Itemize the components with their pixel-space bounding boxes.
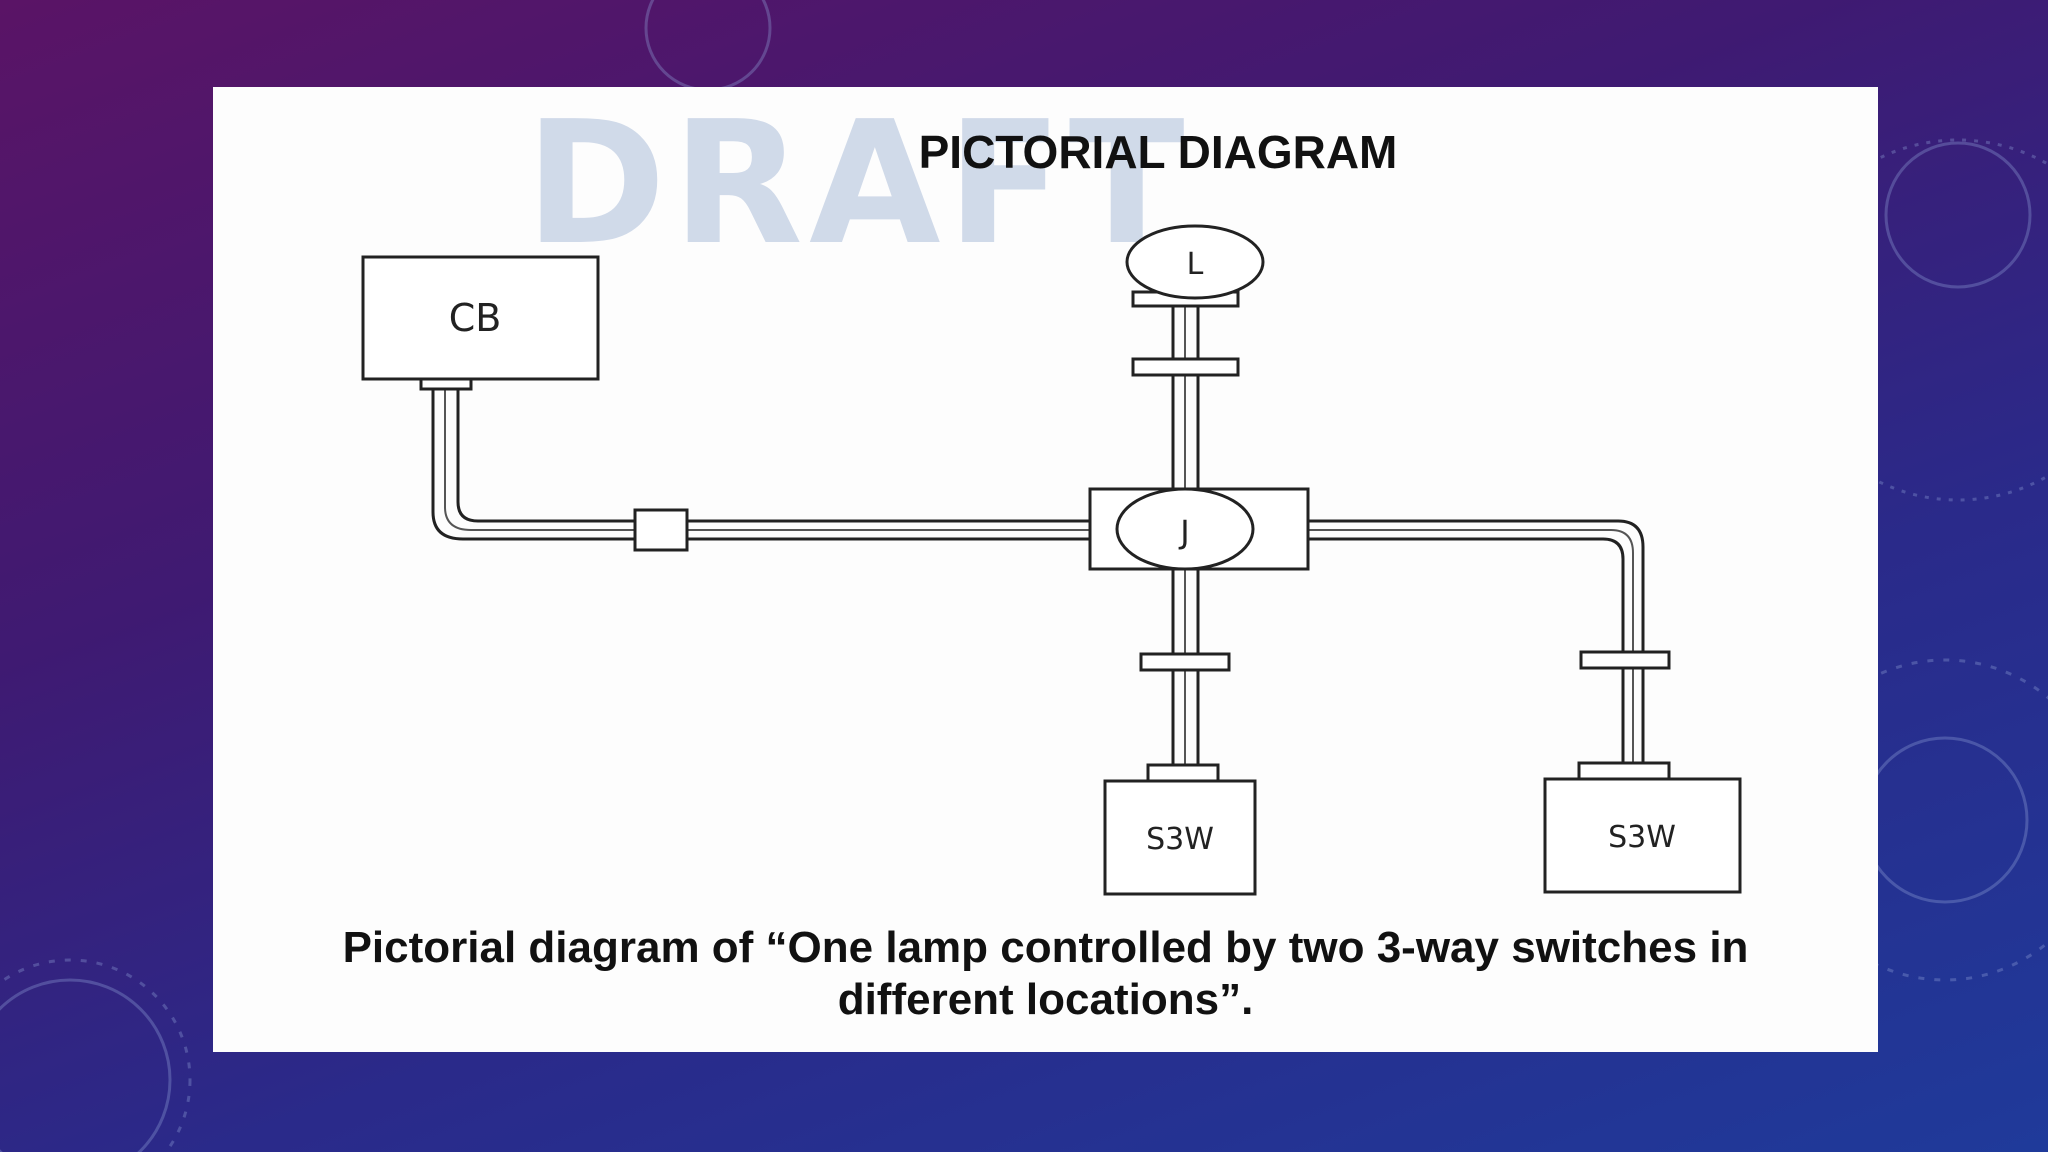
- page-title: PICTORIAL DIAGRAM: [918, 126, 1398, 178]
- deco-ring: [0, 958, 192, 1152]
- deco-ring: [1884, 141, 2032, 289]
- conduit-coupling: [633, 508, 689, 552]
- conduit-junction-right-switch: [1299, 519, 1645, 769]
- slide-card: DRAFT PICTORIAL DIAGRAM: [213, 87, 1878, 1052]
- circuit-breaker-box: [361, 255, 600, 381]
- lamp-fixture: [1125, 224, 1265, 300]
- junction-label: J: [1178, 513, 1189, 551]
- switch-left-label: S3W: [1146, 822, 1214, 857]
- switch-left-box: [1103, 779, 1257, 896]
- lamp-label: L: [1187, 247, 1204, 282]
- conduit-strap: [1131, 357, 1240, 377]
- deco-ring: [644, 0, 772, 92]
- conduit-junction-right-switch-inner: [1299, 537, 1625, 769]
- conduit-strap: [1139, 652, 1231, 672]
- switch-left-connector: [1146, 763, 1220, 783]
- cb-label: CB: [449, 296, 502, 340]
- conduit-cb-junction-wire: [444, 382, 1102, 531]
- draft-watermark: DRAFT: [525, 85, 1191, 283]
- junction-box: [1115, 487, 1255, 571]
- deco-ring: [0, 978, 172, 1152]
- wiring-diagram: CB L J S3W S3W: [361, 224, 1742, 896]
- switch-right-box: [1543, 777, 1742, 894]
- switch-right-connector: [1577, 761, 1671, 781]
- conduit-strap: [1579, 650, 1671, 670]
- conduit-cb-junction-inner: [456, 381, 1103, 523]
- switch-right-label: S3W: [1608, 820, 1676, 855]
- deco-ring: [1861, 736, 2029, 904]
- deco-ring: [1783, 658, 2048, 982]
- conduit-junction-right-switch-wire: [1300, 529, 1634, 768]
- diagram-caption: Pictorial diagram of “One lamp controlle…: [342, 923, 1749, 1024]
- conduit-cb-junction: [431, 381, 1103, 541]
